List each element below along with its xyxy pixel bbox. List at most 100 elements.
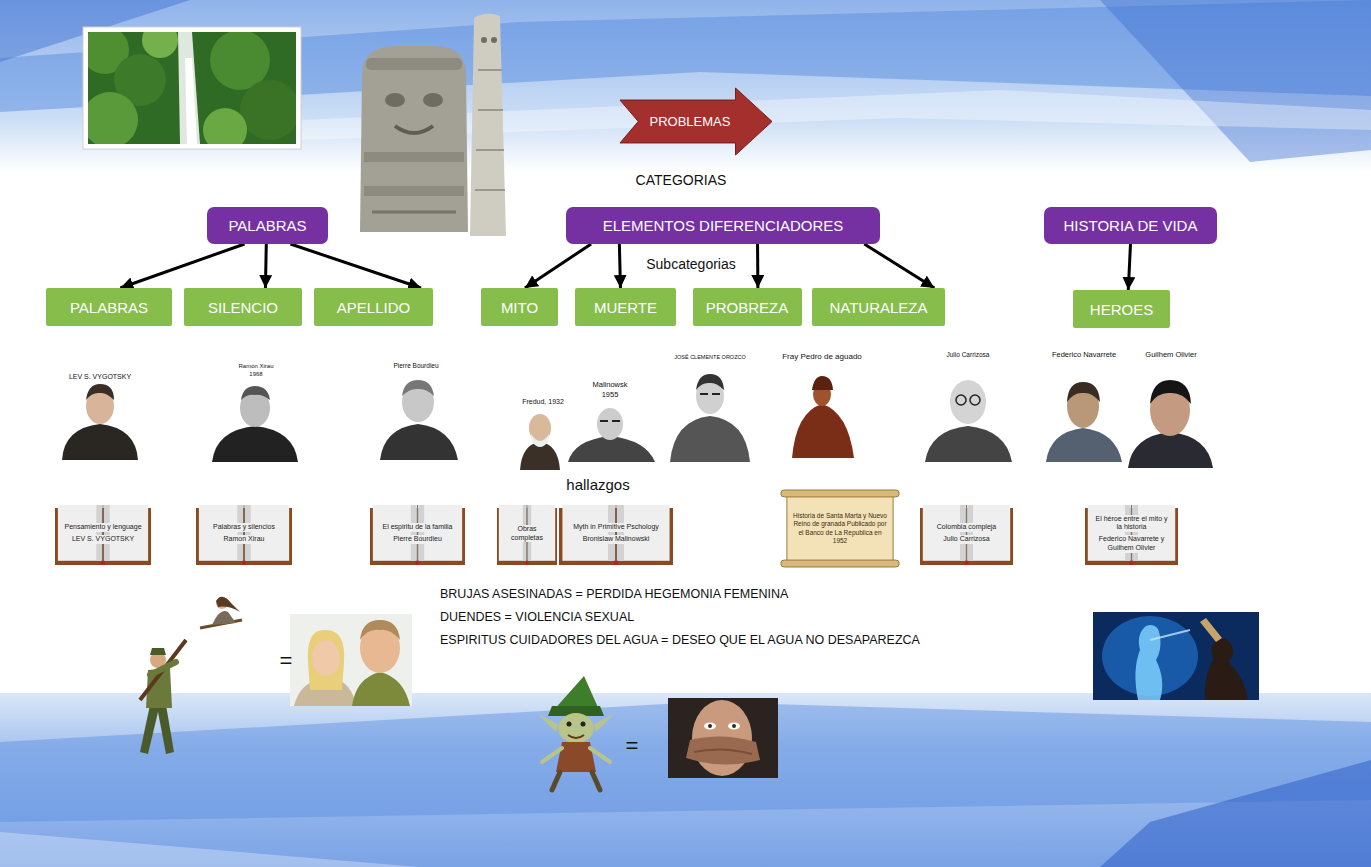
book-icon-shape (104, 505, 148, 561)
book-icon-shape (242, 561, 246, 565)
silenced-woman-photo (732, 724, 736, 728)
goblin-figure (552, 772, 600, 790)
portrait-painting (812, 376, 833, 390)
portrait-photo (212, 426, 298, 462)
water-spirit-photo (1205, 638, 1248, 700)
book-icon: Myth in Primitive PschologyBronislaw Mal… (559, 505, 673, 565)
bottom-band (1100, 760, 1371, 867)
book-icon: El héroe entre el mito y la historiaFede… (1085, 505, 1178, 565)
portrait-photo (568, 408, 655, 462)
bottom-band (0, 693, 1371, 867)
book-icon: Pensamiento y lenguageLEV S. VYGOTSKY (55, 505, 151, 565)
couple-photo (352, 672, 410, 706)
portrait-photo (568, 436, 655, 462)
book-icon-shape (966, 505, 967, 563)
subcategory-label: NATURALEZA (829, 299, 927, 316)
waterfall-photo (203, 108, 247, 144)
waterfall-photo (88, 32, 296, 144)
portrait-photo (950, 380, 986, 424)
subcategory-box: NATURALEZA (812, 288, 945, 326)
portrait-photo (402, 380, 434, 396)
goblin-figure (567, 722, 572, 727)
book-icon-shape (418, 505, 424, 561)
book-text: Myth in Primitive Pschology (572, 523, 660, 532)
silenced-woman-photo (708, 724, 712, 728)
subcategory-box: PALABRAS (46, 288, 172, 326)
book-icon-shape (967, 505, 1010, 561)
book-text: El héroe entre el mito y la historia (1093, 515, 1170, 533)
portrait-photo (62, 384, 138, 460)
book-text: LEV S. VYGOTSKY (71, 535, 135, 544)
portrait-photo (212, 386, 298, 462)
scroll-text: Historia de Santa Marta y Nuevo Reino de… (791, 512, 889, 545)
portrait-photo (1150, 380, 1191, 404)
subcategory-label: MUERTE (594, 299, 657, 316)
top-band (0, 0, 1371, 172)
book-icon-shape (965, 561, 969, 565)
connector-arrow (525, 244, 591, 288)
book-icon-shape (967, 505, 973, 561)
book-icon-shape (373, 505, 417, 561)
portrait-photo (1067, 382, 1100, 402)
category-box: HISTORIA DE VIDA (1044, 207, 1217, 244)
book-icon-shape (418, 505, 462, 561)
stone-statue (360, 46, 468, 232)
waterfall-photo (88, 92, 138, 144)
author-name: Federico Navarrete (1052, 351, 1116, 360)
portrait-photo (1128, 380, 1213, 468)
equation-note: BRUJAS ASESINADAS = PERDIDA HEGEMONIA FE… (440, 587, 788, 601)
author-name: Malinowsk (592, 381, 627, 390)
book-icon-shape (199, 505, 243, 561)
book-icon-shape (616, 505, 617, 563)
portrait-photo (531, 434, 549, 447)
stone-statue (366, 58, 462, 70)
portrait-photo (1046, 382, 1122, 462)
subcategory-box: PROBREZA (693, 288, 802, 326)
couple-photo (308, 630, 344, 690)
stone-column (491, 37, 497, 43)
top-band (0, 0, 1371, 172)
book-text: Colombia compleja (936, 523, 998, 532)
connector-arrow (290, 244, 421, 288)
goblin-figure (558, 713, 594, 743)
heading-label: CATEGORIAS (636, 172, 727, 188)
book-icon-shape (417, 505, 418, 563)
connector-arrow (120, 244, 244, 288)
stone-statue (360, 46, 468, 232)
arrow-label: PROBLEMAS (650, 114, 731, 129)
portrait-photo (670, 374, 750, 462)
book-icon-shape (617, 505, 624, 561)
silenced-woman-photo (668, 698, 778, 778)
flying-witch (216, 597, 240, 612)
goblin-figure (594, 714, 614, 732)
stone-column (470, 13, 506, 236)
portrait-photo (62, 424, 138, 460)
water-spirit-photo (1135, 625, 1162, 700)
book-icon-shape (1130, 561, 1134, 565)
portrait-photo (380, 424, 458, 460)
subcategory-label: PALABRAS (70, 299, 148, 316)
bottom-band (0, 693, 1371, 867)
portrait-photo (380, 380, 458, 460)
stone-statue (395, 126, 433, 133)
book-icon-shape (923, 505, 966, 561)
book-icon-shape (58, 505, 102, 561)
connector-arrow (264, 244, 268, 288)
book-text: Julio Carrizosa (942, 535, 990, 544)
top-band (1100, 0, 1371, 162)
flying-witch (212, 611, 236, 625)
equation-note: DUENDES = VIOLENCIA SEXUAL (440, 610, 634, 624)
author-name: JOSÉ CLEMENTE OROZCO (674, 354, 746, 360)
book-icon-shape (960, 505, 966, 561)
hunter-figure (150, 648, 166, 655)
section-label: hallazgos (566, 476, 629, 493)
author-name: LEV S. VYGOTSKY (69, 373, 131, 381)
portrait-photo (86, 384, 114, 400)
portrait-painting (792, 376, 854, 458)
author-name: Fray Pedro de aguado (782, 352, 862, 361)
book-text: Obras completas (505, 525, 549, 543)
scroll-icon: Historia de Santa Marta y Nuevo Reino de… (781, 490, 899, 567)
silenced-woman-photo (668, 698, 778, 778)
